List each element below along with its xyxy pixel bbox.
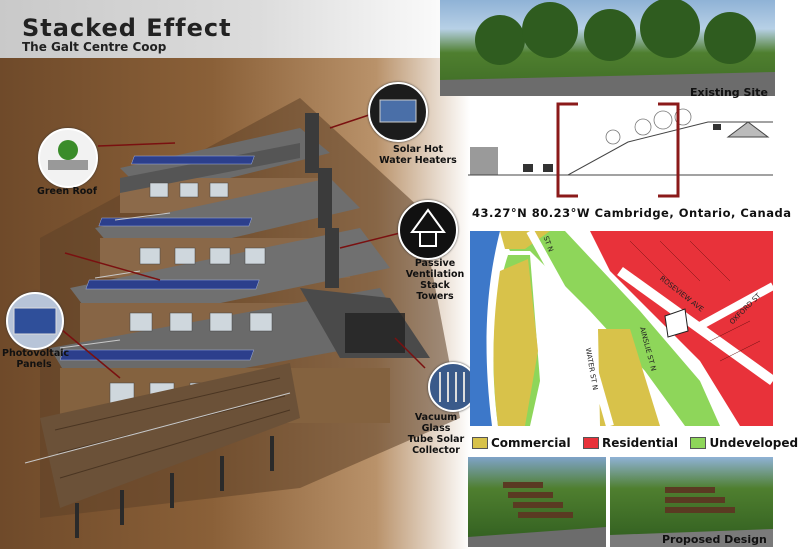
legend-swatch-undeveloped [690,436,707,449]
existing-site-photo [440,0,775,96]
solar-hot-water-label: Solar Hot Water Heaters [379,144,457,166]
vacuum-glass-label: Vacuum Glass Tube Solar Collector [407,412,465,456]
proposed-design-photo-1 [468,457,606,547]
photovoltaic-callout-image [6,292,64,350]
title-band [0,0,470,58]
legend-residential: Residential [602,435,678,450]
legend-commercial: Commercial [491,435,571,450]
photovoltaic-label: Photovoltaic Panels [2,348,70,370]
location-coordinates: 43.27°N 80.23°W Cambridge, Ontario, Cana… [472,206,792,220]
page-subtitle: The Galt Centre Coop [22,40,167,54]
site-section-drawing [468,102,773,198]
legend-swatch-residential [583,436,600,449]
building-section-rendering [24,98,460,538]
green-roof-callout-image [38,128,98,188]
passive-ventilation-label: Passive Ventilation Stack Towers [405,258,465,302]
ventilation-tower-callout-image [398,200,458,260]
zoning-map [470,229,776,428]
proposed-design-caption: Proposed Design [662,533,767,546]
solar-hot-water-callout-image [368,82,428,142]
green-roof-label: Green Roof [37,186,97,197]
legend-swatch-commercial [472,436,488,449]
zoning-legend: Commercial Residential Undeveloped [472,434,806,452]
existing-site-caption: Existing Site [690,86,768,99]
proposed-design-photo-2 [610,457,773,547]
vacuum-tube-callout-image [428,362,478,412]
legend-undeveloped: Undeveloped [709,435,799,450]
page-title: Stacked Effect [22,14,232,42]
